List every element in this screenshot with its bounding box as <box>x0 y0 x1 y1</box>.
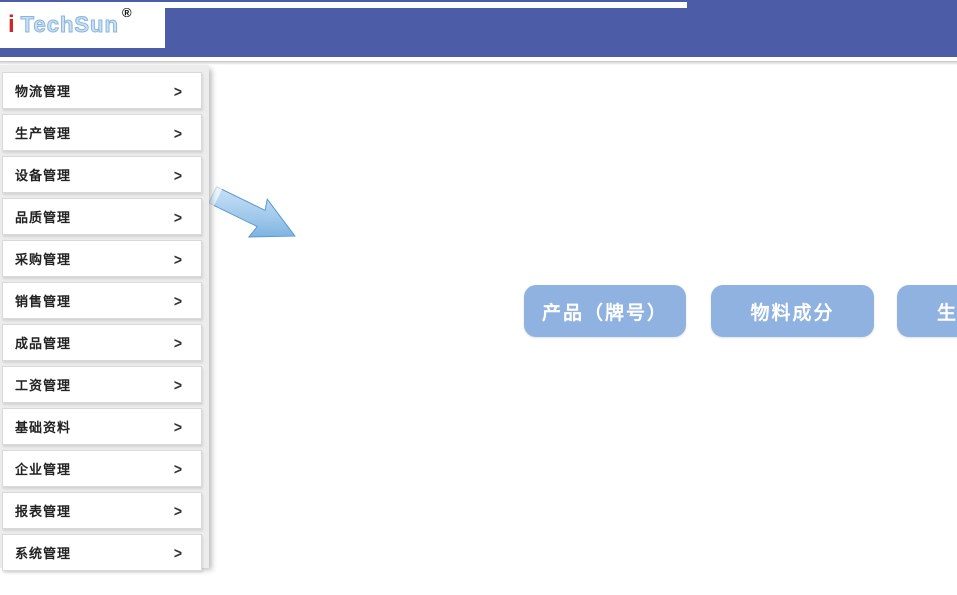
chevron-right-icon: > <box>173 375 182 394</box>
chevron-right-icon: > <box>173 459 182 478</box>
sidebar-item-finished-goods[interactable]: 成品管理 > <box>2 324 202 361</box>
sidebar-item-purchasing[interactable]: 采购管理 > <box>2 240 202 277</box>
sidebar: 物流管理 > 生产管理 > 设备管理 > 品质管理 > 采购管理 > 销售管理 … <box>0 65 209 571</box>
chevron-right-icon: > <box>173 249 182 268</box>
sidebar-item-label: 系统管理 <box>15 546 72 561</box>
sidebar-item-label: 基础资料 <box>15 420 72 435</box>
arrow-3d-icon <box>207 185 296 238</box>
sidebar-item-salary[interactable]: 工资管理 > <box>2 366 202 403</box>
chevron-right-icon: > <box>173 165 182 184</box>
sidebar-item-label: 报表管理 <box>15 504 72 519</box>
sidebar-item-label: 成品管理 <box>15 336 72 351</box>
sidebar-item-label: 物流管理 <box>15 84 72 99</box>
sidebar-item-production[interactable]: 生产管理 > <box>2 114 202 151</box>
chevron-right-icon: > <box>173 291 182 310</box>
header-shadow <box>0 61 957 65</box>
sidebar-item-reports[interactable]: 报表管理 > <box>2 492 202 529</box>
button-product-brand[interactable]: 产品（牌号） <box>524 285 686 337</box>
chevron-right-icon: > <box>173 123 182 142</box>
logo[interactable]: i TechSun ® <box>0 2 165 48</box>
sidebar-item-quality[interactable]: 品质管理 > <box>2 198 202 235</box>
sidebar-item-label: 采购管理 <box>15 252 72 267</box>
sidebar-item-label: 品质管理 <box>15 210 72 225</box>
chevron-right-icon: > <box>173 333 182 352</box>
logo-name: TechSun <box>20 12 119 37</box>
sidebar-item-label: 销售管理 <box>15 294 72 309</box>
button-production-inspection[interactable]: 生产检测 <box>897 285 957 337</box>
sidebar-item-equipment[interactable]: 设备管理 > <box>2 156 202 193</box>
sidebar-item-basic-data[interactable]: 基础资料 > <box>2 408 202 445</box>
sidebar-item-label: 生产管理 <box>15 126 72 141</box>
chevron-right-icon: > <box>173 543 182 562</box>
chevron-right-icon: > <box>173 501 182 520</box>
sidebar-item-logistics[interactable]: 物流管理 > <box>2 72 202 109</box>
sidebar-item-label: 工资管理 <box>15 378 72 393</box>
main-content: 产品（牌号） 物料成分 生产检测 <box>209 65 957 595</box>
header-top-line <box>0 0 957 2</box>
sidebar-item-label: 设备管理 <box>15 168 72 183</box>
registered-trademark-icon: ® <box>121 5 132 20</box>
sidebar-item-label: 企业管理 <box>15 462 72 477</box>
chevron-right-icon: > <box>173 207 182 226</box>
header-bar-right-cap <box>687 0 957 10</box>
chevron-right-icon: > <box>173 417 182 436</box>
logo-i-mark: i <box>8 11 15 38</box>
sidebar-item-enterprise[interactable]: 企业管理 > <box>2 450 202 487</box>
sidebar-item-system[interactable]: 系统管理 > <box>2 534 202 571</box>
chevron-right-icon: > <box>173 81 182 100</box>
sidebar-item-sales[interactable]: 销售管理 > <box>2 282 202 319</box>
button-material-composition[interactable]: 物料成分 <box>711 285 874 337</box>
